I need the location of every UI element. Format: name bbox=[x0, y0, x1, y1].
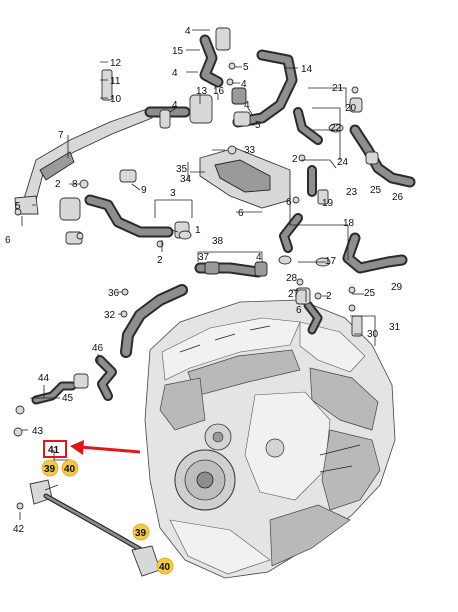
callout-43: 43 bbox=[32, 426, 44, 437]
callout-2-left: 2 bbox=[55, 179, 61, 190]
callout-19: 19 bbox=[322, 198, 334, 209]
callout-5-mid: 5 bbox=[255, 120, 261, 131]
highlighted-coolant-line bbox=[29, 479, 161, 577]
callout-9: 9 bbox=[141, 185, 147, 196]
callout-4-right: 4 bbox=[241, 79, 247, 90]
callout-41-highlighted: 41 bbox=[48, 445, 60, 456]
callout-36: 36 bbox=[108, 288, 120, 299]
callout-6-mid: 6 bbox=[238, 208, 244, 219]
callout-6-left: 6 bbox=[5, 235, 11, 246]
callout-4-mid: 4 bbox=[172, 100, 178, 111]
callout-5-left: 5 bbox=[15, 201, 21, 212]
highlight-pointer bbox=[43, 440, 141, 458]
marker-39-upper bbox=[41, 459, 59, 477]
callout-22: 22 bbox=[330, 123, 342, 134]
yellow-markers bbox=[41, 459, 174, 575]
callout-44: 44 bbox=[38, 373, 50, 384]
coolant-pipe-7 bbox=[14, 107, 153, 215]
callout-4-top: 4 bbox=[185, 26, 191, 37]
callout-32: 32 bbox=[104, 310, 116, 321]
callout-16: 16 bbox=[213, 86, 225, 97]
callout-40-upper: 40 bbox=[64, 464, 76, 475]
marker-40-upper bbox=[61, 459, 79, 477]
callout-4-mid-right: 4 bbox=[244, 100, 250, 111]
callout-12: 12 bbox=[110, 58, 122, 69]
callout-26: 26 bbox=[392, 192, 404, 203]
callout-42: 42 bbox=[13, 524, 25, 535]
callout-15: 15 bbox=[172, 46, 184, 57]
callout-14: 14 bbox=[301, 64, 313, 75]
callout-37: 37 bbox=[198, 252, 210, 263]
callout-21: 21 bbox=[332, 83, 344, 94]
highlight-box bbox=[43, 440, 67, 458]
callout-18: 18 bbox=[343, 218, 355, 229]
callout-1: 1 bbox=[195, 225, 201, 236]
callout-6-lower: 6 bbox=[296, 305, 302, 316]
callout-39-upper: 39 bbox=[44, 464, 56, 475]
callout-6-right: 6 bbox=[286, 197, 292, 208]
callout-5-top: 5 bbox=[243, 62, 249, 73]
callout-13: 13 bbox=[196, 86, 208, 97]
callout-33: 33 bbox=[244, 145, 256, 156]
callout-38: 38 bbox=[212, 236, 224, 247]
engine-block bbox=[144, 299, 396, 579]
callout-29: 29 bbox=[391, 282, 403, 293]
small-parts bbox=[13, 27, 379, 510]
callout-46: 46 bbox=[92, 343, 104, 354]
callout-17: 17 bbox=[325, 256, 337, 267]
callout-31: 31 bbox=[389, 322, 401, 333]
callout-39-lower: 39 bbox=[135, 528, 147, 539]
callout-10: 10 bbox=[110, 94, 122, 105]
callout-24: 24 bbox=[337, 157, 349, 168]
callout-28: 28 bbox=[286, 273, 298, 284]
callout-45: 45 bbox=[62, 393, 74, 404]
callout-23: 23 bbox=[346, 187, 358, 198]
callout-27: 27 bbox=[288, 289, 300, 300]
callout-7: 7 bbox=[58, 130, 64, 141]
callout-30: 30 bbox=[367, 329, 379, 340]
callout-4-left: 4 bbox=[172, 68, 178, 79]
upper-hoses bbox=[31, 34, 416, 405]
highlight-arrow-head bbox=[70, 440, 84, 455]
callout-35: 35 bbox=[176, 164, 188, 175]
callout-8: 8 bbox=[72, 179, 78, 190]
callout-4-engine: 4 bbox=[256, 252, 262, 263]
callout-labels: 4 15 4 5 4 14 12 11 10 13 16 4 4 5 7 8 2… bbox=[5, 26, 404, 573]
callout-25-lower: 25 bbox=[364, 288, 376, 299]
marker-40-lower bbox=[156, 557, 174, 575]
callout-20: 20 bbox=[345, 103, 357, 114]
callout-40-lower: 40 bbox=[159, 562, 171, 573]
callout-11: 11 bbox=[110, 76, 121, 87]
callout-25-top: 25 bbox=[370, 185, 382, 196]
marker-39-lower bbox=[132, 523, 150, 541]
callout-2-lower-right: 2 bbox=[326, 291, 332, 302]
highlight-arrow-shaft bbox=[79, 445, 141, 454]
coolant-rail-35 bbox=[199, 147, 291, 209]
callout-2-mid: 2 bbox=[157, 255, 163, 266]
callout-2-right: 2 bbox=[292, 154, 298, 165]
callout-3: 3 bbox=[170, 188, 176, 199]
callout-34: 34 bbox=[180, 174, 192, 185]
